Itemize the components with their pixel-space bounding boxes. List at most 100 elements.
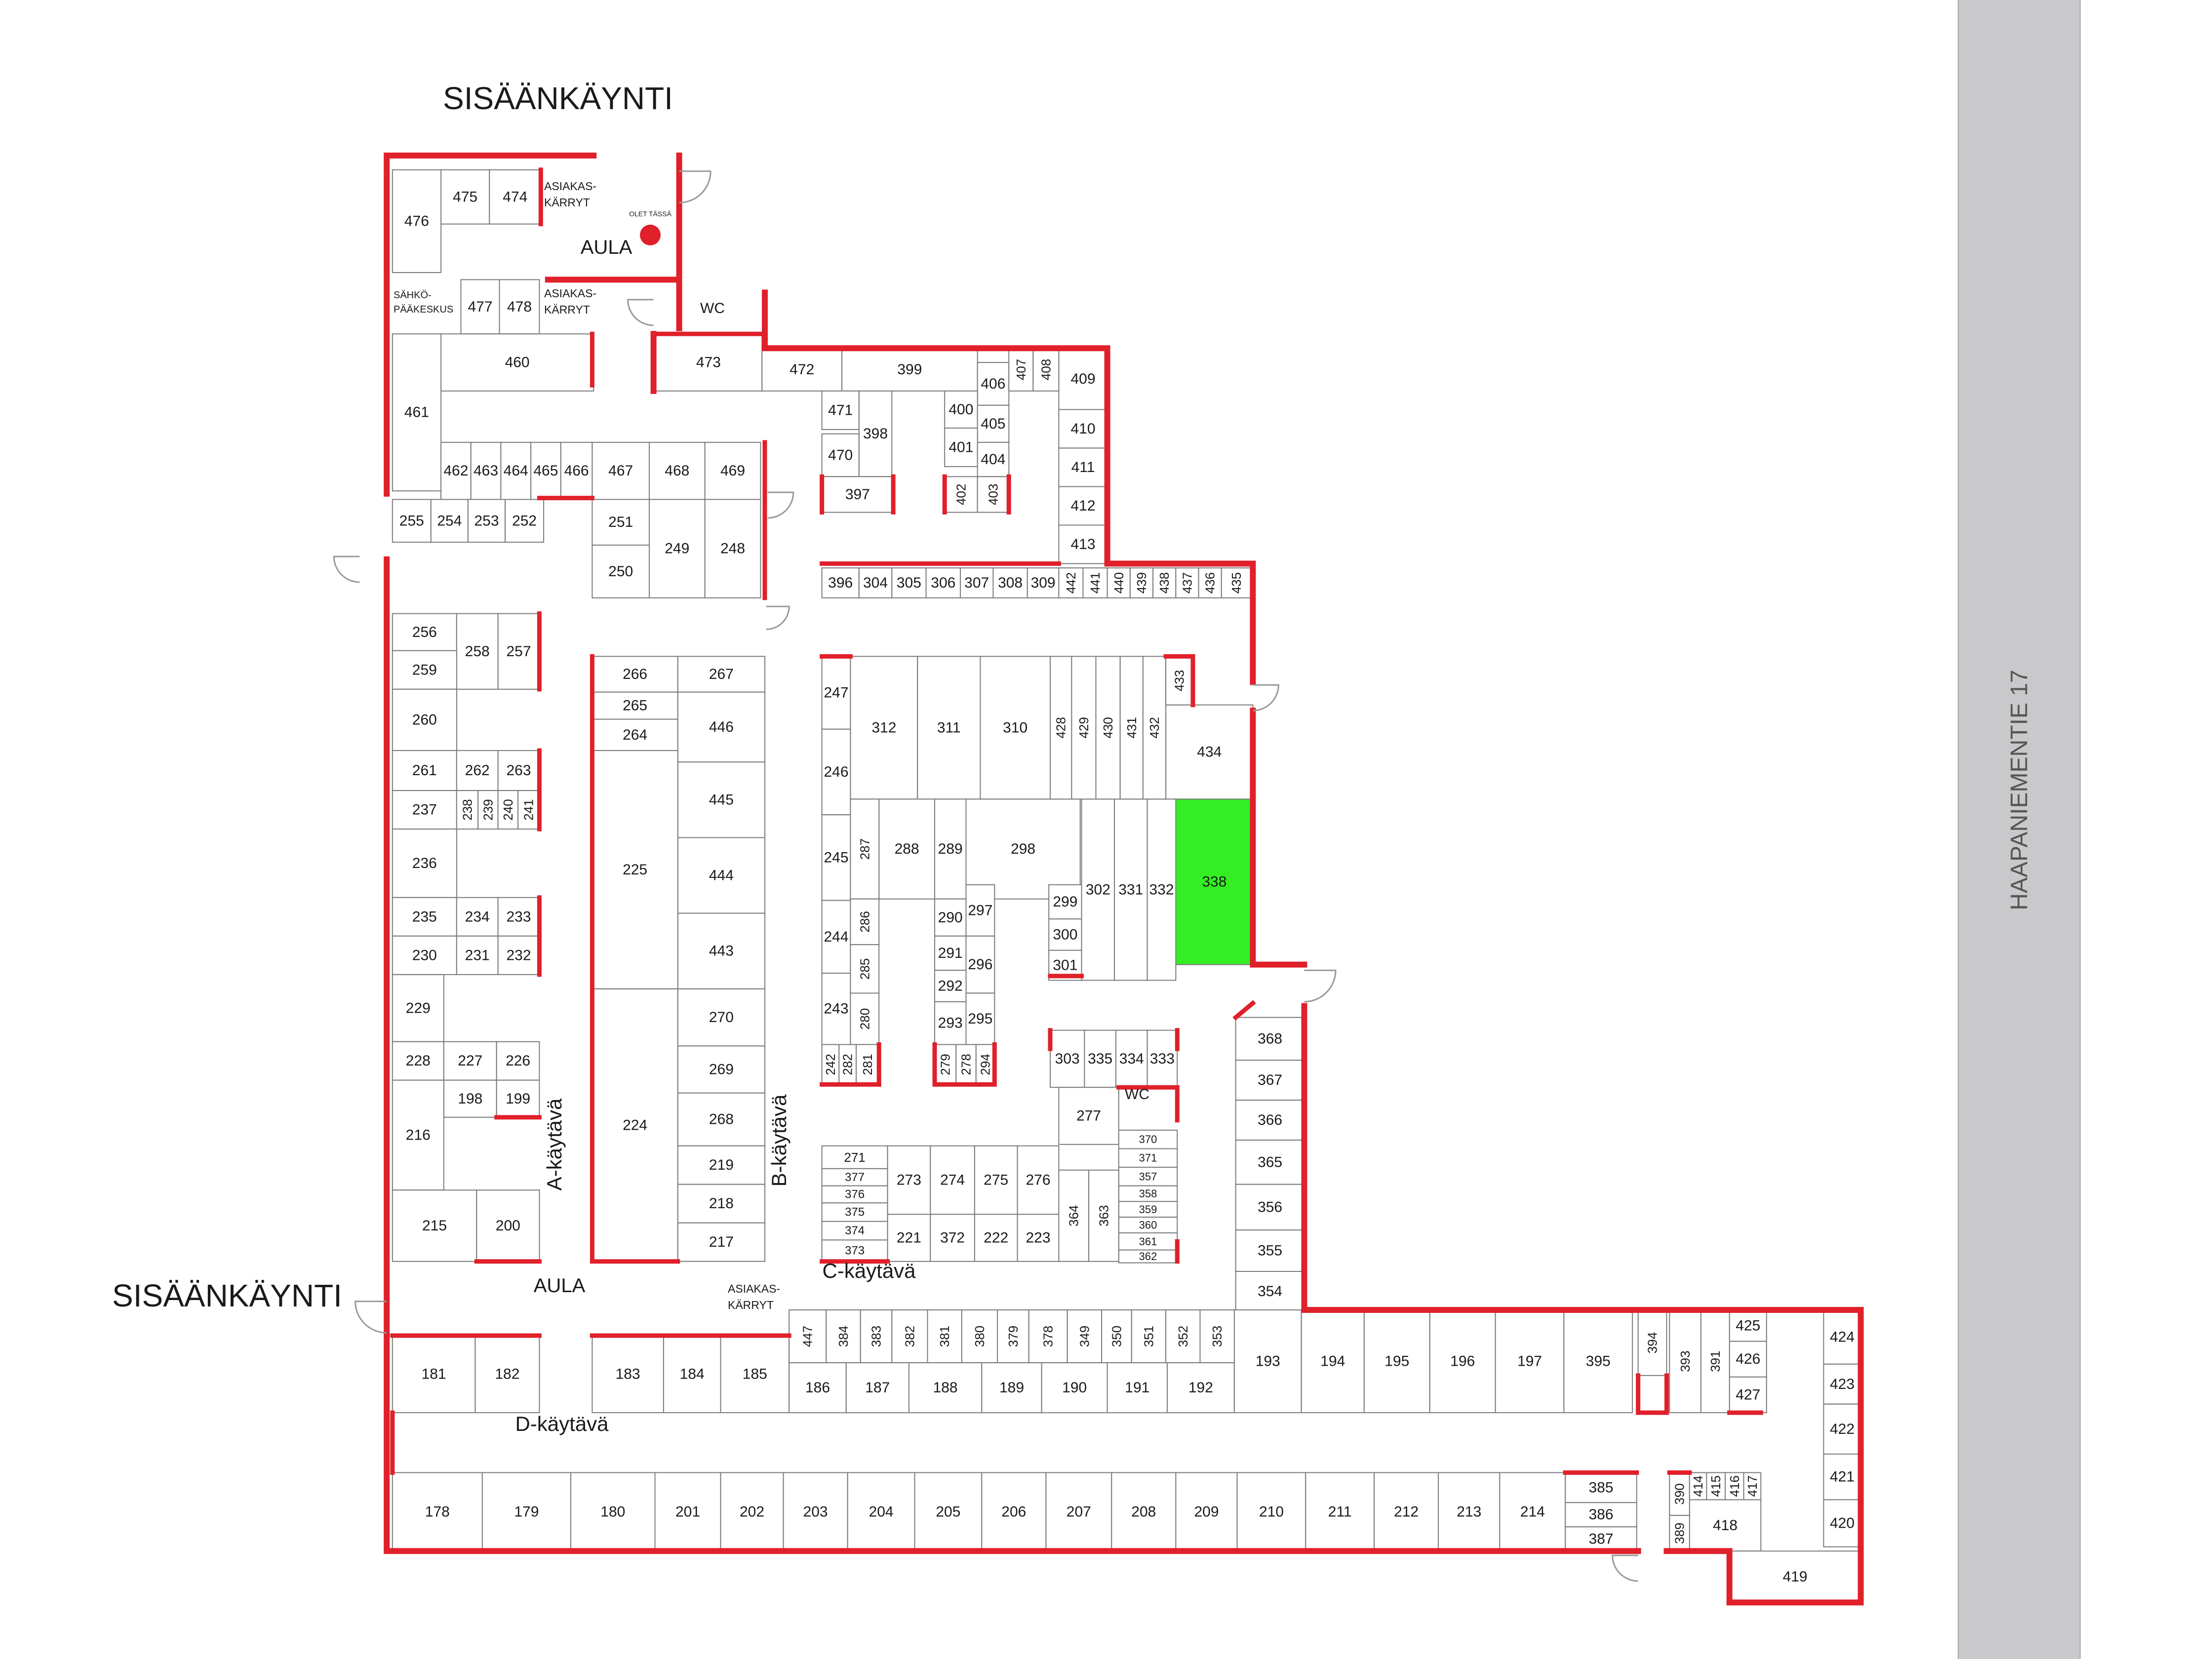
unit-387[interactable] bbox=[1565, 1526, 1637, 1552]
unit-415[interactable] bbox=[1706, 1472, 1726, 1501]
unit-195[interactable] bbox=[1363, 1309, 1430, 1414]
unit-382[interactable] bbox=[891, 1309, 928, 1363]
unit-471[interactable] bbox=[821, 390, 860, 430]
unit-205[interactable] bbox=[914, 1472, 983, 1552]
unit-429[interactable] bbox=[1071, 656, 1097, 800]
unit-181[interactable] bbox=[392, 1335, 476, 1414]
unit-379[interactable] bbox=[997, 1309, 1029, 1363]
unit-226[interactable] bbox=[496, 1041, 540, 1081]
unit-235[interactable] bbox=[392, 897, 457, 937]
unit-269[interactable] bbox=[677, 1045, 766, 1094]
unit-331[interactable] bbox=[1114, 798, 1148, 981]
unit-236[interactable] bbox=[392, 829, 457, 898]
unit-367[interactable] bbox=[1235, 1060, 1305, 1101]
unit-239[interactable] bbox=[477, 790, 499, 830]
unit-352[interactable] bbox=[1165, 1309, 1201, 1363]
unit-402[interactable] bbox=[944, 476, 978, 513]
unit-439[interactable] bbox=[1129, 567, 1154, 598]
unit-421[interactable] bbox=[1823, 1453, 1861, 1501]
unit-398[interactable] bbox=[858, 390, 893, 477]
unit-349[interactable] bbox=[1066, 1309, 1103, 1363]
unit-256[interactable] bbox=[392, 613, 457, 651]
unit-467[interactable] bbox=[592, 441, 650, 500]
unit-404[interactable] bbox=[977, 441, 1010, 477]
unit-295[interactable] bbox=[965, 992, 995, 1045]
unit-422[interactable] bbox=[1823, 1403, 1861, 1455]
unit-219[interactable] bbox=[677, 1145, 766, 1185]
unit-384[interactable] bbox=[826, 1309, 861, 1363]
unit-187[interactable] bbox=[845, 1362, 910, 1414]
unit-249[interactable] bbox=[649, 499, 706, 598]
unit-378[interactable] bbox=[1028, 1309, 1068, 1363]
unit-225[interactable] bbox=[592, 750, 678, 989]
unit-234[interactable] bbox=[456, 897, 499, 937]
unit-192[interactable] bbox=[1167, 1362, 1235, 1414]
unit-306[interactable] bbox=[925, 567, 961, 598]
unit-245[interactable] bbox=[821, 814, 851, 901]
unit-411[interactable] bbox=[1058, 447, 1108, 487]
unit-302[interactable] bbox=[1081, 798, 1115, 981]
unit-213[interactable] bbox=[1438, 1472, 1501, 1552]
unit-221[interactable] bbox=[887, 1214, 931, 1262]
unit-271[interactable] bbox=[821, 1145, 888, 1169]
unit-462[interactable] bbox=[440, 441, 472, 500]
unit-353[interactable] bbox=[1199, 1309, 1235, 1363]
unit-385[interactable] bbox=[1565, 1472, 1637, 1503]
unit-224[interactable] bbox=[592, 988, 678, 1262]
unit-209[interactable] bbox=[1175, 1472, 1238, 1552]
unit-420[interactable] bbox=[1823, 1499, 1861, 1547]
unit-250[interactable] bbox=[592, 545, 650, 598]
unit-183[interactable] bbox=[592, 1335, 664, 1414]
unit-290[interactable] bbox=[934, 898, 967, 937]
unit-218[interactable] bbox=[677, 1184, 766, 1224]
unit-292[interactable] bbox=[934, 970, 967, 1002]
unit-188[interactable] bbox=[908, 1362, 983, 1414]
unit-469[interactable] bbox=[704, 441, 761, 500]
unit-255[interactable] bbox=[392, 499, 432, 543]
unit-210[interactable] bbox=[1236, 1472, 1306, 1552]
unit-309[interactable] bbox=[1027, 567, 1060, 598]
unit-232[interactable] bbox=[497, 935, 540, 975]
unit-241[interactable] bbox=[517, 790, 540, 830]
unit-463[interactable] bbox=[470, 441, 502, 500]
unit-273[interactable] bbox=[887, 1145, 931, 1215]
unit-298[interactable] bbox=[965, 798, 1081, 900]
unit-403[interactable] bbox=[977, 476, 1010, 513]
unit-363[interactable] bbox=[1088, 1169, 1119, 1262]
unit-419[interactable] bbox=[1729, 1550, 1861, 1603]
unit-394[interactable] bbox=[1637, 1309, 1667, 1376]
unit-437[interactable] bbox=[1175, 567, 1199, 598]
unit-293[interactable] bbox=[934, 1001, 967, 1045]
unit-416[interactable] bbox=[1725, 1472, 1744, 1501]
unit-288[interactable] bbox=[878, 798, 935, 900]
unit-230[interactable] bbox=[392, 935, 457, 975]
unit-461[interactable] bbox=[392, 333, 442, 492]
unit-333[interactable] bbox=[1146, 1029, 1178, 1088]
unit-464[interactable] bbox=[500, 441, 532, 500]
unit-200[interactable] bbox=[476, 1189, 540, 1262]
unit-274[interactable] bbox=[930, 1145, 975, 1215]
unit-204[interactable] bbox=[847, 1472, 915, 1552]
unit-476[interactable] bbox=[392, 169, 442, 273]
unit-362[interactable] bbox=[1118, 1249, 1178, 1264]
unit-335[interactable] bbox=[1084, 1029, 1116, 1088]
unit-197[interactable] bbox=[1495, 1309, 1565, 1414]
unit-475[interactable] bbox=[440, 169, 490, 225]
unit-198[interactable] bbox=[443, 1079, 497, 1118]
unit-386[interactable] bbox=[1565, 1502, 1637, 1528]
unit-207[interactable] bbox=[1045, 1472, 1112, 1552]
unit-267[interactable] bbox=[677, 656, 766, 693]
unit-231[interactable] bbox=[456, 935, 499, 975]
unit-254[interactable] bbox=[430, 499, 469, 543]
unit-310[interactable] bbox=[980, 656, 1051, 800]
unit-426[interactable] bbox=[1729, 1341, 1767, 1378]
unit-244[interactable] bbox=[821, 900, 851, 974]
unit-257[interactable] bbox=[497, 613, 540, 690]
unit-281[interactable] bbox=[856, 1044, 880, 1085]
unit-401[interactable] bbox=[944, 428, 978, 467]
unit-261[interactable] bbox=[392, 750, 457, 791]
unit-243[interactable] bbox=[821, 973, 851, 1045]
unit-275[interactable] bbox=[974, 1145, 1018, 1215]
unit-372[interactable] bbox=[930, 1214, 975, 1262]
unit-277[interactable] bbox=[1058, 1087, 1119, 1145]
